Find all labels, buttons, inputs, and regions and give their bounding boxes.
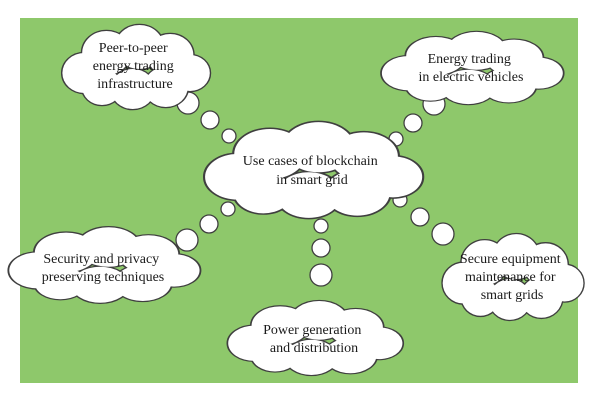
connector-bubbles: [175, 91, 455, 287]
peer-to-peer-label: Peer-to-peer energy trading infrastructu…: [93, 41, 178, 92]
center-line-1: Use cases of blockchain: [243, 154, 378, 169]
bubble: [221, 128, 237, 144]
bubble: [410, 207, 430, 227]
power-generation-label: Power generation and distribution: [263, 323, 365, 356]
peer-to-peer-line-1: Peer-to-peer: [99, 41, 168, 56]
security-label: Security and privacy preserving techniqu…: [42, 252, 164, 285]
bubble: [311, 238, 331, 258]
maintenance-line-3: smart grids: [481, 288, 544, 303]
ev-trading-line-2: in electric vehicles: [419, 70, 524, 85]
bubble: [431, 222, 455, 246]
bubble: [313, 218, 329, 234]
bubble: [220, 201, 236, 217]
power-generation-line-1: Power generation: [263, 323, 361, 338]
peer-to-peer-line-2: energy trading: [93, 59, 174, 74]
center-line-2: in smart grid: [276, 173, 348, 188]
maintenance-label: Secure equipment maintenance for smart g…: [460, 252, 564, 303]
ev-trading-label: Energy trading in electric vehicles: [419, 52, 524, 85]
bubble: [403, 113, 423, 133]
security-line-1: Security and privacy: [43, 252, 159, 267]
bubble: [309, 263, 333, 287]
security-line-2: preserving techniques: [42, 270, 164, 285]
bubble: [200, 110, 220, 130]
ev-trading-line-1: Energy trading: [428, 52, 511, 67]
maintenance-line-1: Secure equipment: [460, 252, 561, 267]
bubble: [175, 228, 199, 252]
peer-to-peer-line-3: infrastructure: [97, 77, 172, 92]
center-cloud-label: Use cases of blockchain in smart grid: [243, 154, 381, 188]
bubble: [199, 214, 219, 234]
power-generation-line-2: and distribution: [270, 341, 358, 356]
maintenance-line-2: maintenance for: [465, 270, 556, 285]
